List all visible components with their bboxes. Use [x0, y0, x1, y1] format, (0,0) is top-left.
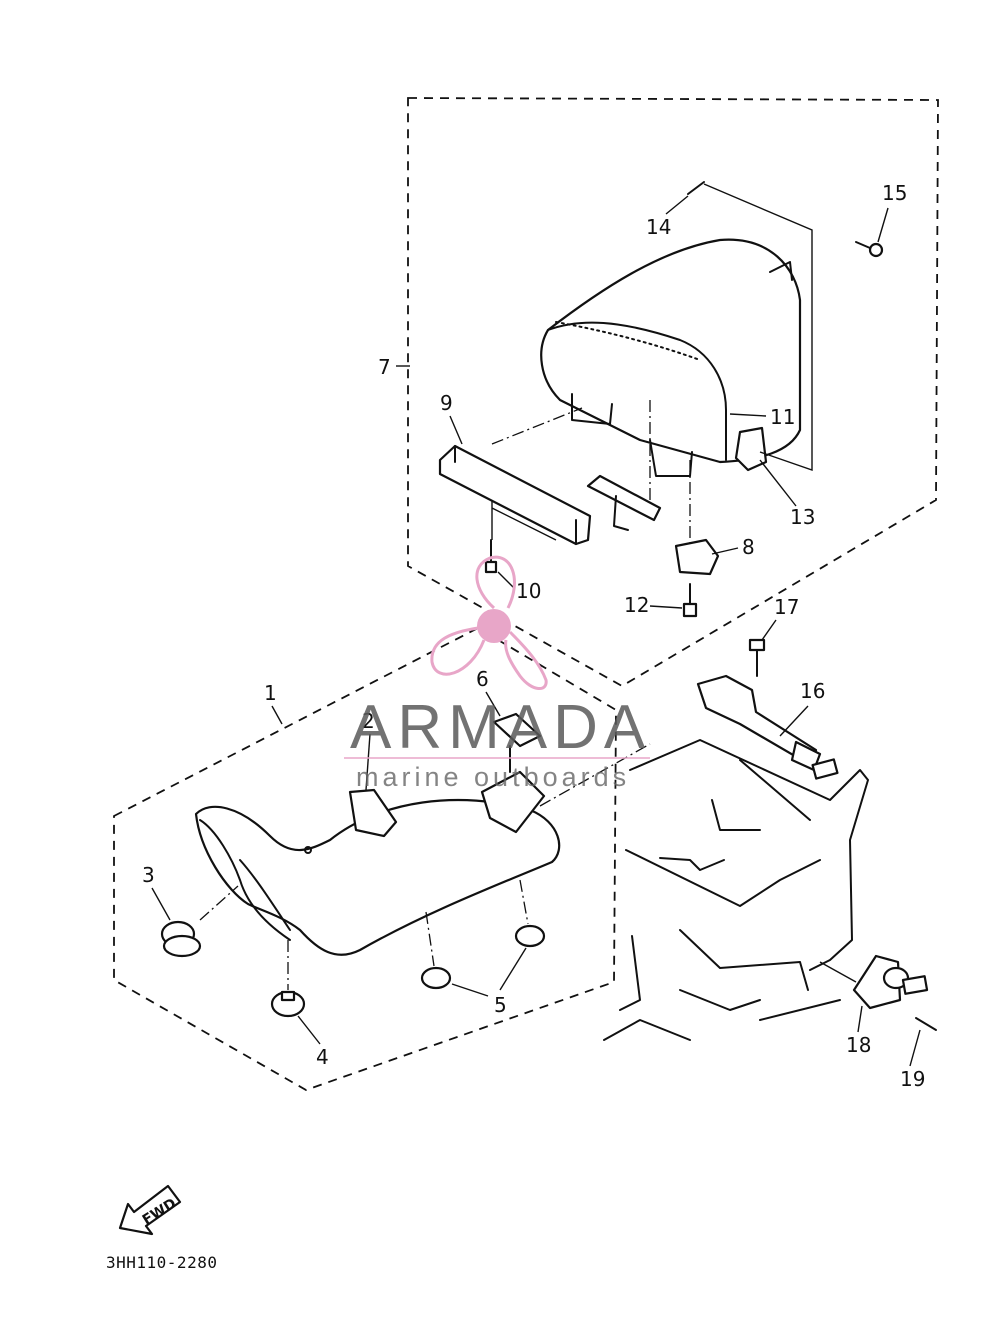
watermark-brand: ARMADA: [350, 693, 651, 762]
svg-text:3: 3: [142, 863, 155, 887]
callout-11: 11: [729, 405, 795, 429]
chain-6-16: [539, 743, 651, 807]
callout-5: 5: [451, 947, 527, 1017]
callout-1: 1: [264, 681, 283, 725]
svg-text:15: 15: [882, 181, 907, 205]
svg-text:18: 18: [846, 1033, 871, 1057]
mounting-plate: [586, 474, 662, 522]
svg-text:17: 17: [774, 595, 799, 619]
callout-15: 15: [877, 181, 907, 243]
svg-text:6: 6: [476, 667, 489, 691]
damper-3: [160, 920, 202, 958]
callout-12: 12: [624, 593, 683, 617]
damper-4: [270, 990, 306, 1018]
callout-9: 9: [440, 391, 463, 445]
callout-16: 16: [779, 679, 825, 737]
svg-text:7: 7: [378, 355, 391, 379]
svg-text:13: 13: [790, 505, 815, 529]
leader-9-10: [491, 500, 557, 541]
svg-text:8: 8: [742, 535, 755, 559]
diagram-code: 3HH110-2280: [106, 1253, 217, 1272]
bracket-13: [734, 426, 768, 472]
propeller-logo: [430, 555, 548, 690]
screw-19: [915, 1017, 937, 1031]
seat-rail-9: [438, 444, 592, 546]
callout-3: 3: [142, 863, 171, 921]
rear-seat-cushion: [540, 238, 802, 477]
bracket-8: [674, 538, 720, 576]
chain-5b: [519, 879, 529, 925]
bolt-12: [682, 583, 698, 618]
svg-text:4: 4: [316, 1045, 329, 1069]
plate-hook: [613, 495, 629, 531]
seat-tab-2: [348, 788, 398, 838]
chain-3: [199, 885, 239, 921]
callout-17: 17: [761, 595, 799, 641]
svg-text:12: 12: [624, 593, 649, 617]
leader-14-15: [703, 183, 813, 471]
callout-18: 18: [846, 1005, 871, 1057]
bolt-17: [748, 638, 766, 677]
damper-5a: [420, 966, 452, 990]
svg-text:5: 5: [494, 993, 507, 1017]
callout-4: 4: [297, 1015, 329, 1069]
callout-13: 13: [759, 459, 815, 529]
callout-14: 14: [646, 195, 689, 239]
chain-9: [491, 407, 583, 445]
svg-text:2: 2: [362, 709, 375, 733]
watermark-tagline: marine outboards: [356, 762, 630, 792]
svg-text:14: 14: [646, 215, 671, 239]
svg-text:1: 1: [264, 681, 277, 705]
fwd-arrow: FWD: [118, 1184, 182, 1236]
bolt-15: [855, 241, 884, 258]
damper-5b: [514, 924, 546, 948]
svg-text:9: 9: [440, 391, 453, 415]
chain-5a: [425, 911, 435, 967]
callout-10: 10: [497, 571, 541, 603]
callout-7: 7: [378, 355, 410, 379]
watermark: ARMADA marine outboards: [344, 555, 651, 792]
svg-text:11: 11: [770, 405, 795, 429]
frame: [603, 739, 869, 1041]
callout-8: 8: [711, 535, 755, 559]
svg-text:16: 16: [800, 679, 825, 703]
leader-18-frame: [819, 961, 857, 983]
key-lock-18: [852, 954, 929, 1010]
seat-lock-16: [696, 674, 839, 780]
callout-2: 2: [362, 709, 375, 791]
svg-text:10: 10: [516, 579, 541, 603]
screw-14: [687, 181, 705, 195]
rear-seat-group-outline: [407, 97, 939, 688]
callout-19: 19: [900, 1029, 925, 1091]
callout-6: 6: [476, 667, 501, 717]
seat-latch-6: [480, 712, 546, 834]
svg-text:19: 19: [900, 1067, 925, 1091]
